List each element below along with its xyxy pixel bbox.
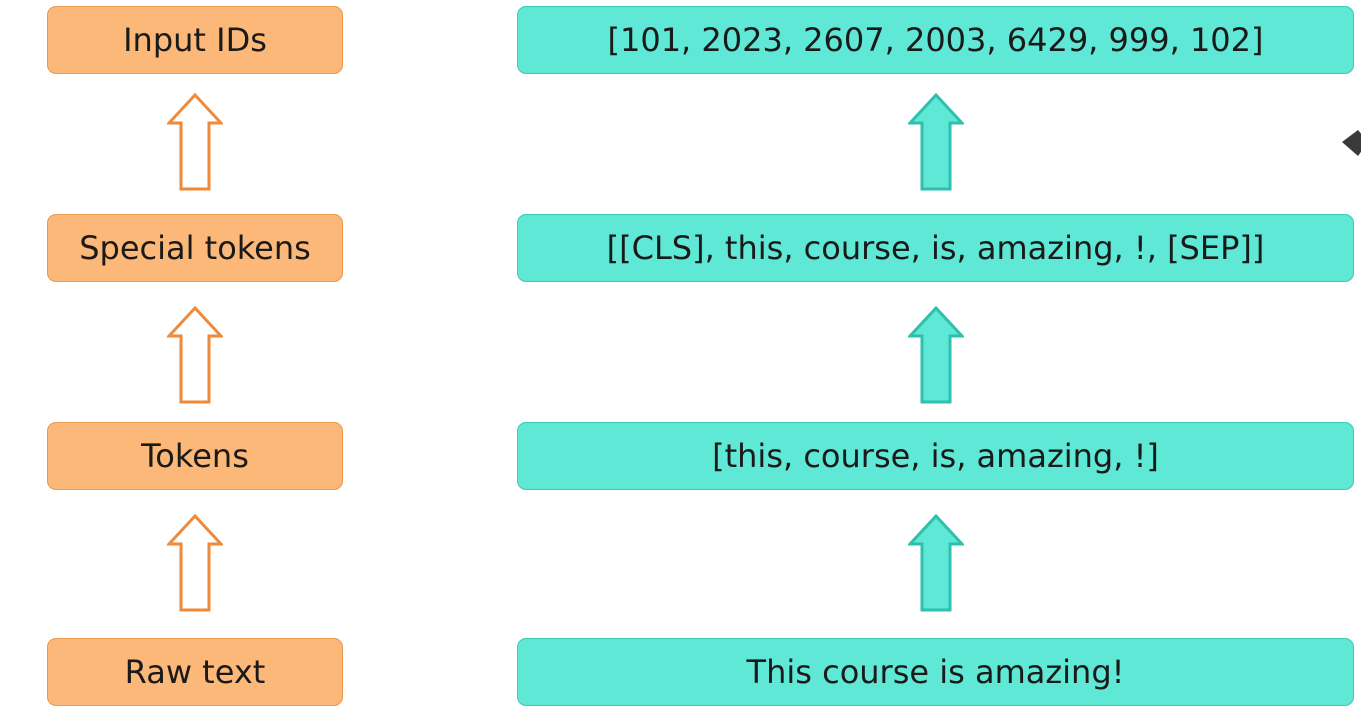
up-arrow-icon <box>167 514 223 612</box>
stage-example-tokens: [this, course, is, amazing, !] <box>517 422 1354 490</box>
stage-label-raw-text: Raw text <box>47 638 343 706</box>
stage-label-tokens: Tokens <box>47 422 343 490</box>
up-arrow-icon <box>167 306 223 404</box>
up-arrow-icon <box>167 93 223 191</box>
edge-shape-icon <box>1340 128 1361 158</box>
up-arrow-icon <box>908 306 964 404</box>
stage-label-special-tokens: Special tokens <box>47 214 343 282</box>
stage-example-raw-text: This course is amazing! <box>517 638 1354 706</box>
up-arrow-icon <box>908 93 964 191</box>
stage-label-input-ids: Input IDs <box>47 6 343 74</box>
up-arrow-icon <box>908 514 964 612</box>
stage-example-input-ids: [101, 2023, 2607, 2003, 6429, 999, 102] <box>517 6 1354 74</box>
stage-example-special-tokens: [[CLS], this, course, is, amazing, !, [S… <box>517 214 1354 282</box>
